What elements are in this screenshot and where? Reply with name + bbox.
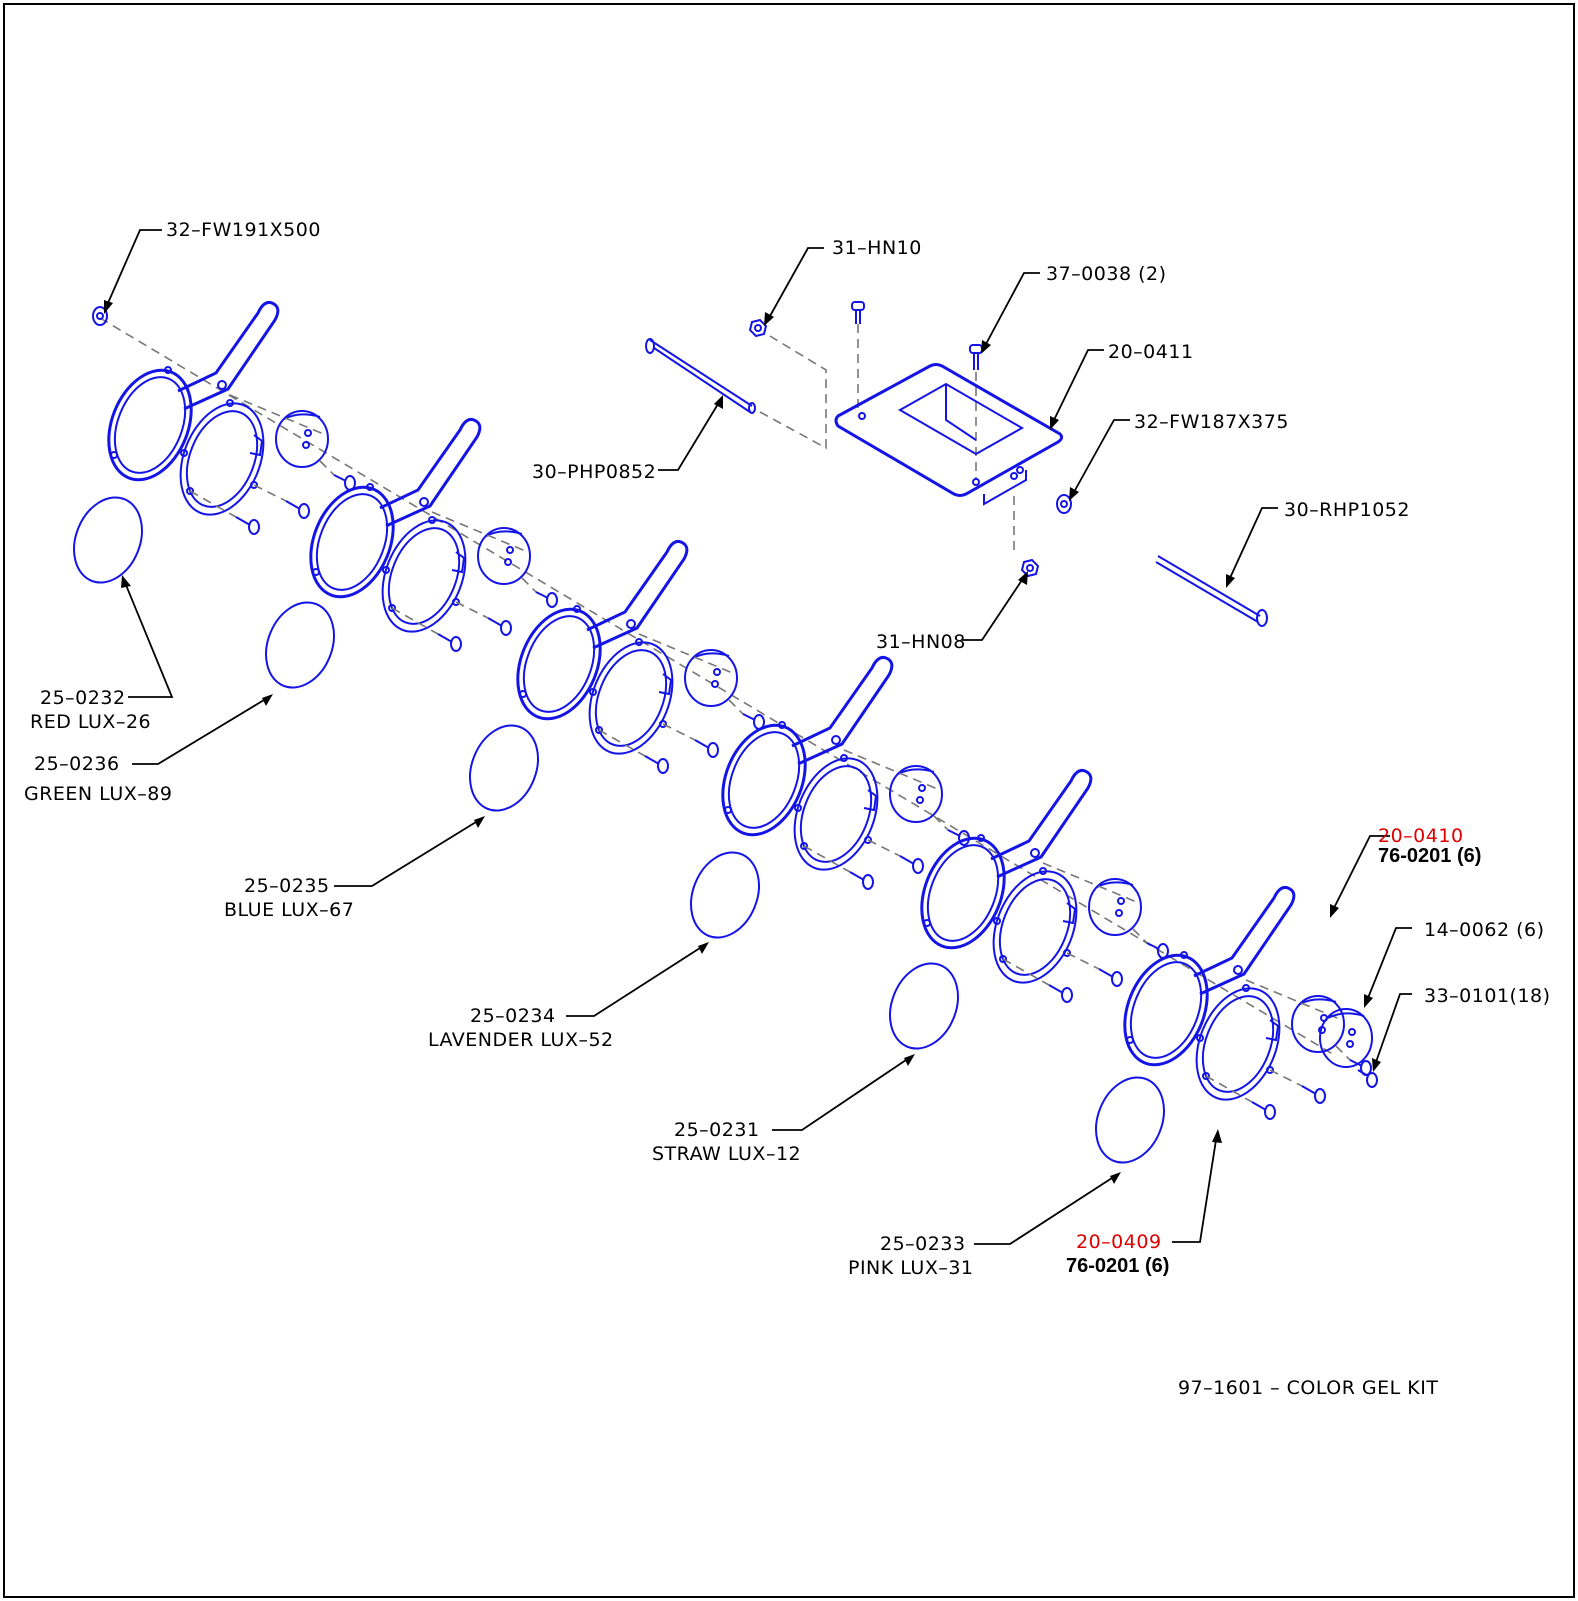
callout-rhp1052: 30–RHP1052 [1284,499,1410,521]
thumb-screw-left [851,301,865,410]
knob-14-0062 [1319,1008,1373,1068]
thumb-screw-right [969,344,983,480]
gel-name-blue: BLUE LUX–67 [224,899,354,921]
gel-name-green: GREEN LUX–89 [24,783,172,805]
rod-rhp1052 [1155,555,1268,627]
gel-part-blue: 25–0235 [244,875,330,897]
gel-frame-assembly-6 [1107,885,1373,1121]
gel-frame-assembly-2 [293,417,559,653]
callout-bracket-0411: 20–0411 [1108,341,1194,363]
gel-name-lavender: LAVENDER LUX–52 [428,1029,614,1051]
gel-frame-assembly-3 [500,539,766,775]
callout-frame-0410: 20–0410 [1378,825,1464,847]
callout-screw-0038: 37–0038 (2) [1046,263,1166,285]
gel-name-red: RED LUX–26 [30,711,151,733]
drawing-title: 97–1601 – COLOR GEL KIT [1178,1377,1438,1399]
gel-part-green: 25–0236 [34,753,120,775]
callout-fw187: 32–FW187X375 [1134,411,1289,433]
washer-fw187 [1056,494,1072,514]
callout-frame-0410-hardware: 76-0201 (6) [1378,845,1481,867]
gel-part-pink: 25–0233 [880,1233,966,1255]
washer-fw191 [92,306,108,326]
hex-nut-hn08 [1020,558,1040,578]
gel-frame-assembly-4 [705,655,971,891]
callout-frame-0409: 20–0409 [1076,1231,1162,1253]
gel-name-straw: STRAW LUX–12 [652,1143,801,1165]
gel-disc-pink [1095,1076,1165,1164]
callout-frame-0409-hardware: 76-0201 (6) [1066,1255,1169,1277]
mounting-bracket [834,363,1064,506]
gel-part-straw: 25–0231 [674,1119,760,1141]
hex-nut-hn10 [748,318,768,338]
gel-part-lavender: 25–0234 [470,1005,556,1027]
callout-hn08: 31–HN08 [876,631,966,653]
gel-disc-blue [469,724,539,812]
callout-hn10: 31–HN10 [832,237,922,259]
leader-lines [104,229,1412,1245]
screw-33-0101 [1357,1069,1378,1088]
gel-name-pink: PINK LUX–31 [848,1257,974,1279]
gel-part-red: 25–0232 [40,687,126,709]
gel-disc-straw [889,962,959,1050]
pin-php0852 [645,338,756,414]
gel-disc-red [73,496,143,584]
gel-disc-green [265,601,335,689]
drawing-border [3,3,1575,1598]
callout-fw191: 32–FW191X500 [166,219,321,241]
gel-disc-lavender [690,851,760,939]
callout-php0852: 30–PHP0852 [532,461,656,483]
callout-screw-0101: 33–0101(18) [1424,985,1551,1007]
callout-knob-0062: 14–0062 (6) [1424,919,1544,941]
